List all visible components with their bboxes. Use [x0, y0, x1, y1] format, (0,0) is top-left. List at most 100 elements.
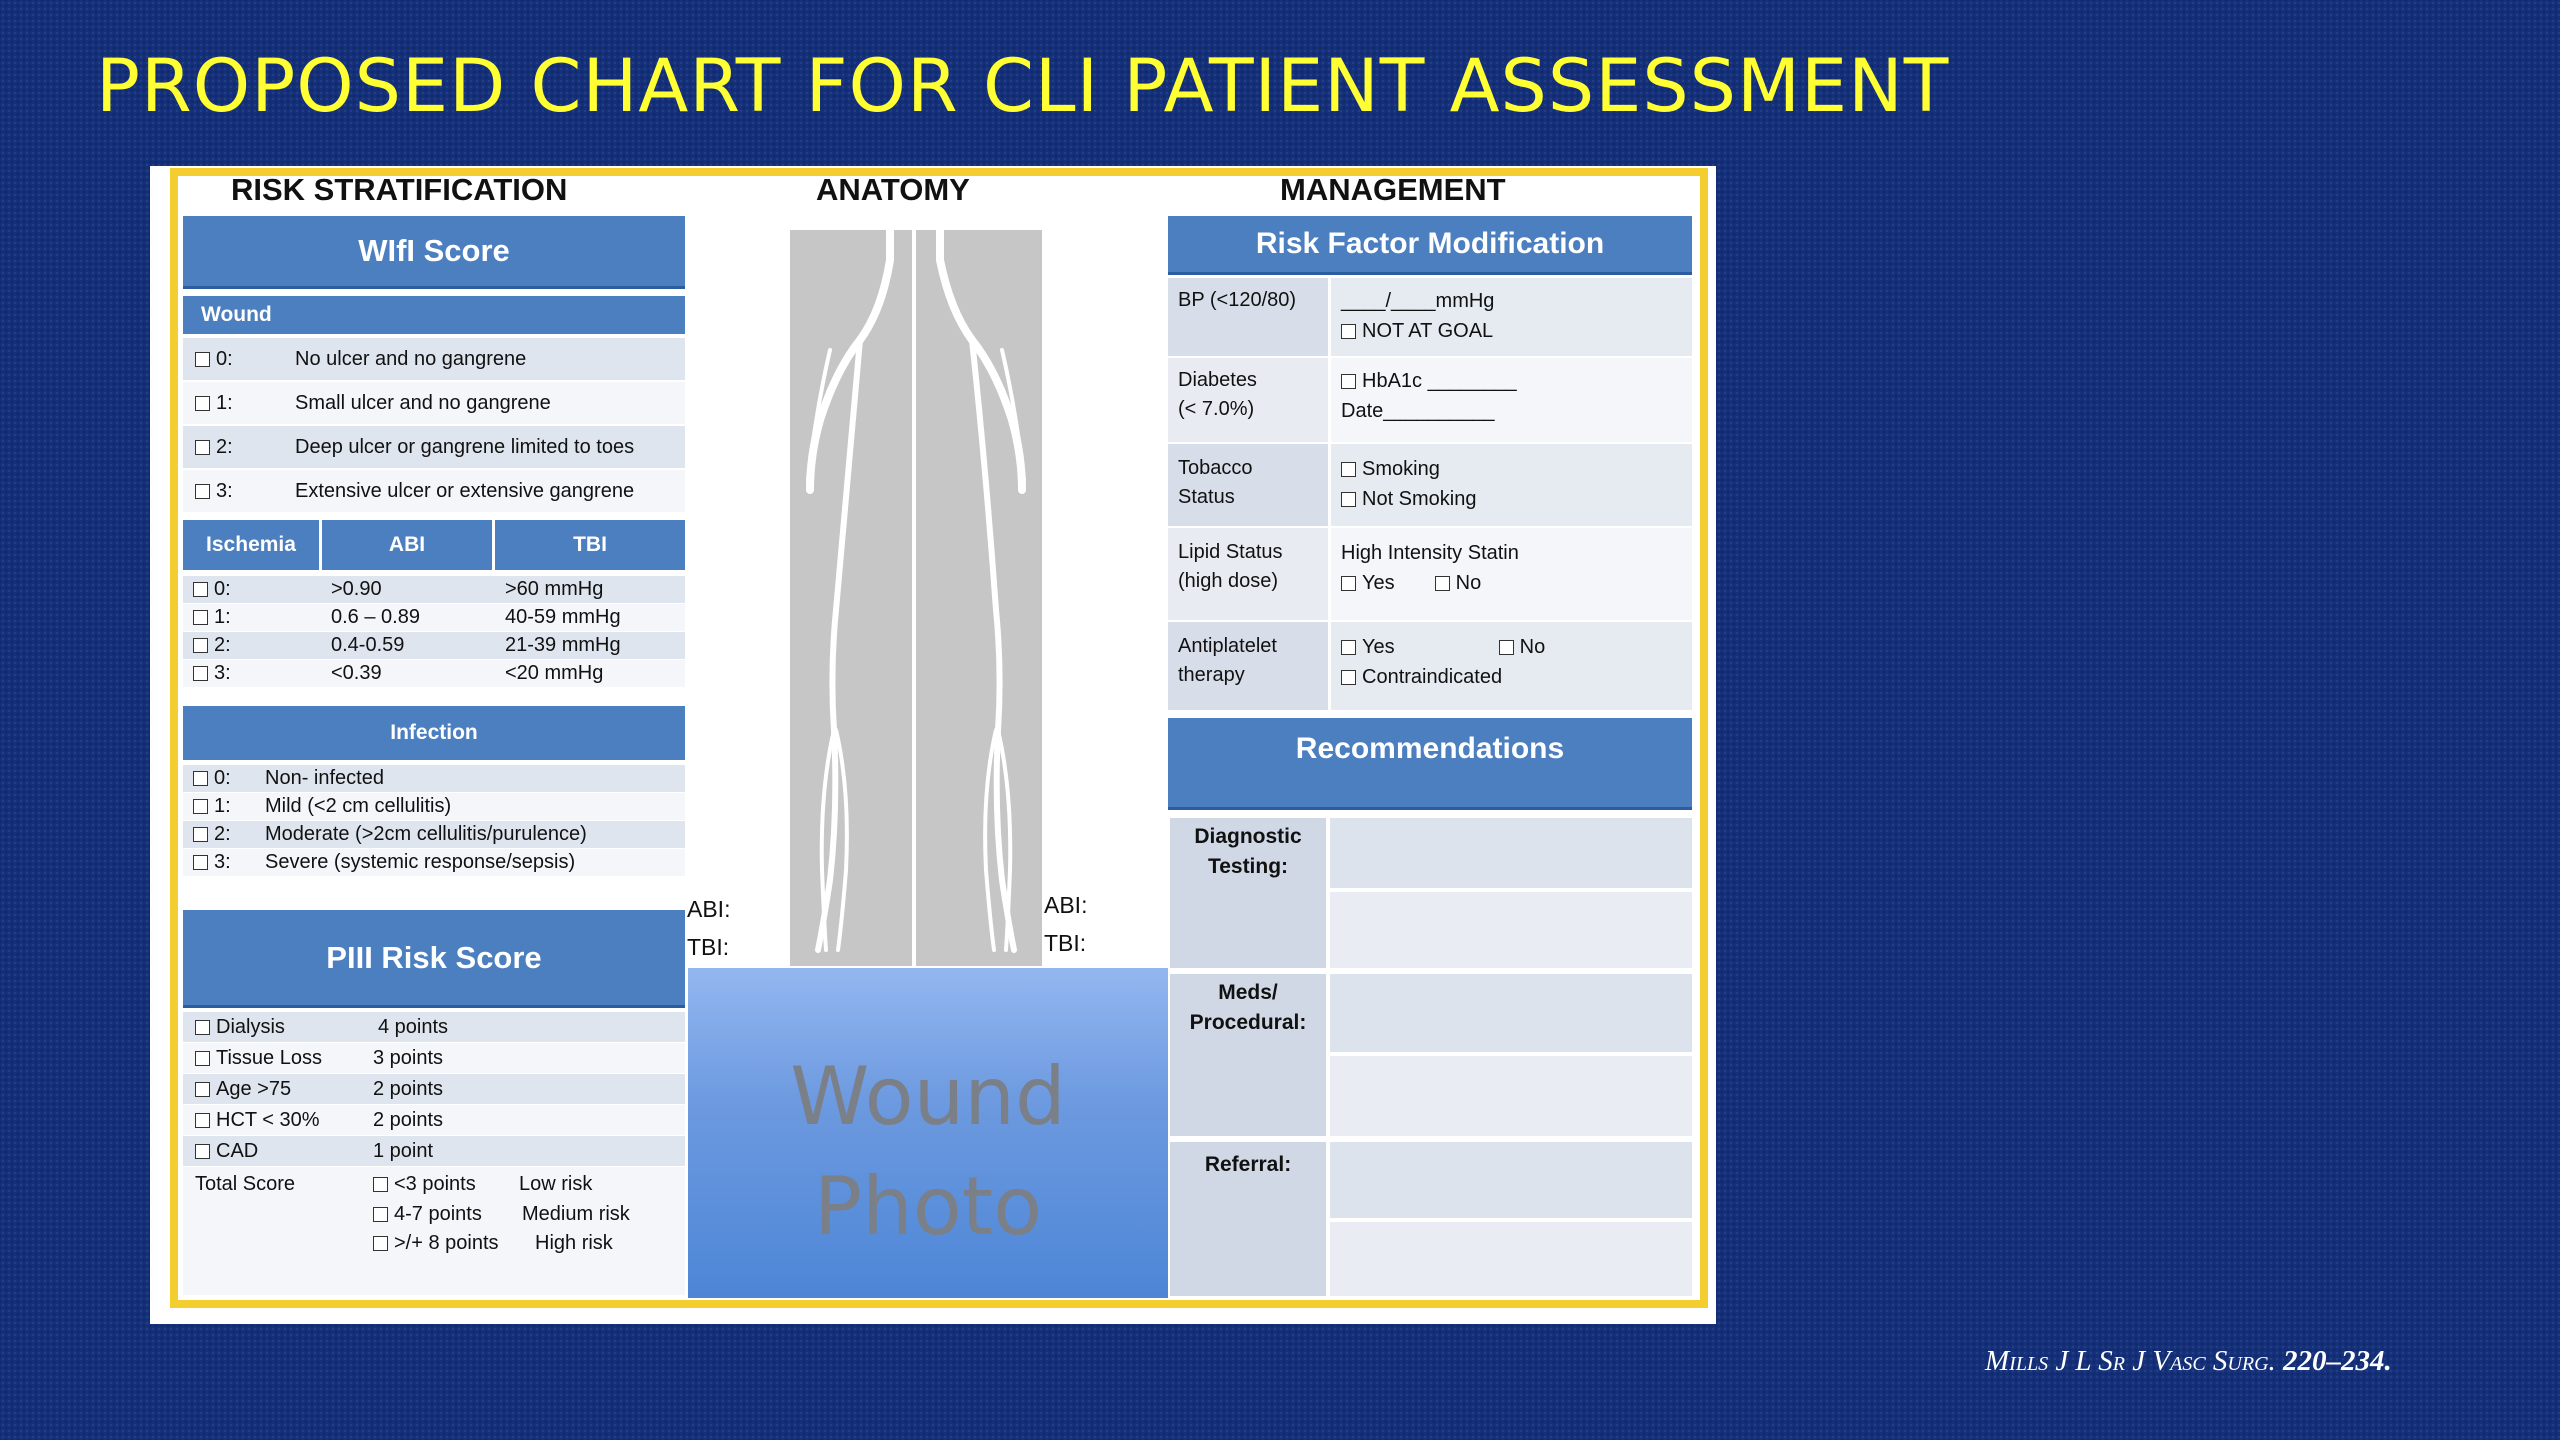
wound-photo-text-2: Photo — [813, 1160, 1043, 1253]
checkbox[interactable] — [195, 1081, 210, 1097]
checkbox[interactable] — [1341, 576, 1356, 592]
ischemia-row-1: 1: 0.6 – 0.89 40-59 mmHg — [183, 604, 685, 631]
piii-row-hct: HCT < 30% 2 points — [183, 1105, 685, 1135]
ischemia-row-2: 2: 0.4-0.59 21-39 mmHg — [183, 632, 685, 659]
checkbox[interactable] — [195, 483, 210, 499]
right-profunda — [1000, 348, 1026, 482]
checkbox[interactable] — [1341, 324, 1356, 340]
checkbox[interactable] — [1434, 576, 1450, 592]
hba1c-input[interactable]: HbA1c ________ — [1362, 370, 1517, 392]
piii-total-score: Total Score <3 points Low risk 4-7 point… — [183, 1167, 685, 1295]
antiplatelet-label: Antiplatelet therapy — [1168, 622, 1328, 710]
wound-row-0: 0: No ulcer and no gangrene — [183, 338, 685, 380]
infection-row-1: 1: Mild (<2 cm cellulitis) — [183, 793, 685, 820]
checkbox[interactable] — [193, 582, 208, 597]
checkbox[interactable] — [1341, 640, 1356, 656]
wound-photo-placeholder[interactable]: Wound Photo — [688, 968, 1168, 1298]
meds-procedural-field-2[interactable] — [1330, 1056, 1692, 1136]
checkbox[interactable] — [1498, 640, 1514, 656]
diagnostic-testing-field-1[interactable] — [1330, 818, 1692, 888]
wifi-score-header: WIfI Score — [183, 216, 685, 289]
checkbox[interactable] — [195, 395, 210, 411]
diagnostic-testing-field-2[interactable] — [1330, 892, 1692, 968]
wound-subheader: Wound — [183, 296, 685, 334]
leg-arteries-diagram — [790, 230, 1042, 966]
checkbox[interactable] — [193, 638, 208, 653]
right-abi-label: ABI: — [1044, 892, 1088, 918]
date-input[interactable]: Date__________ — [1341, 400, 1495, 422]
referral-label: Referral: — [1170, 1142, 1326, 1296]
checkbox[interactable] — [193, 799, 208, 814]
left-profunda — [806, 348, 832, 482]
checkbox[interactable] — [195, 439, 210, 455]
right-femoral — [969, 337, 1017, 953]
piii-risk-score-header: PIII Risk Score — [183, 910, 685, 1008]
checkbox[interactable] — [1341, 670, 1356, 686]
ischemia-row-3: 3: <0.39 <20 mmHg — [183, 660, 685, 687]
left-tbi-label: TBI: — [687, 934, 730, 960]
diabetes-value: HbA1c ________ Date__________ — [1331, 358, 1692, 442]
abi-subheader: ABI — [322, 520, 492, 570]
risk-factor-modification-header: Risk Factor Modification — [1168, 216, 1692, 275]
meds-procedural-field-1[interactable] — [1330, 974, 1692, 1052]
piii-row-dialysis: Dialysis 4 points — [183, 1012, 685, 1042]
tobacco-label: Tobacco Status — [1168, 444, 1328, 526]
tobacco-value: Smoking Not Smoking — [1331, 444, 1692, 526]
citation: Mills J L Sr J Vasc Surg. 220–234. — [1985, 1345, 2392, 1377]
right-tibial-1 — [996, 728, 1013, 952]
total-score-label: Total Score — [195, 1173, 296, 1195]
checkbox[interactable] — [195, 1112, 210, 1128]
bp-input[interactable]: ____/____mmHg — [1341, 290, 1495, 312]
checkbox[interactable] — [373, 1177, 388, 1193]
risk-stratification-heading: RISK STRATIFICATION — [231, 172, 568, 207]
right-tibial-2 — [983, 728, 998, 952]
left-tibial-2 — [834, 728, 849, 952]
checkbox[interactable] — [193, 827, 208, 842]
tbi-subheader: TBI — [495, 520, 685, 570]
checkbox[interactable] — [193, 666, 208, 681]
wound-row-1: 1: Small ulcer and no gangrene — [183, 382, 685, 424]
diabetes-label: Diabetes (< 7.0%) — [1168, 358, 1328, 442]
infection-row-3: 3: Severe (systemic response/sepsis) — [183, 849, 685, 876]
wound-photo-text-1: Wound — [790, 1050, 1066, 1143]
checkbox[interactable] — [195, 351, 210, 367]
bp-value: ____/____mmHg NOT AT GOAL — [1331, 278, 1692, 356]
left-femoral — [815, 337, 863, 953]
left-abi-label: ABI: — [687, 896, 731, 922]
checkbox[interactable] — [193, 855, 208, 870]
checkbox[interactable] — [195, 1050, 210, 1066]
infection-subheader: Infection — [183, 706, 685, 760]
infection-row-0: 0: Non- infected — [183, 765, 685, 792]
lipid-label: Lipid Status (high dose) — [1168, 528, 1328, 620]
right-tbi-label: TBI: — [1044, 930, 1087, 956]
wound-row-3: 3: Extensive ulcer or extensive gangrene — [183, 470, 685, 512]
checkbox[interactable] — [193, 771, 208, 786]
checkbox[interactable] — [1341, 462, 1356, 478]
piii-row-tissue-loss: Tissue Loss 3 points — [183, 1043, 685, 1073]
slide-title: PROPOSED CHART FOR CLI PATIENT ASSESSMEN… — [96, 44, 1950, 129]
referral-field-2[interactable] — [1330, 1222, 1692, 1296]
infection-row-2: 2: Moderate (>2cm cellulitis/purulence) — [183, 821, 685, 848]
left-leg-panel — [790, 230, 912, 966]
checkbox[interactable] — [193, 610, 208, 625]
checkbox[interactable] — [1341, 492, 1356, 508]
ischemia-subheader: Ischemia — [183, 520, 319, 570]
recommendations-header: Recommendations — [1168, 718, 1692, 810]
checkbox[interactable] — [1341, 374, 1356, 390]
ischemia-row-0: 0: >0.90 >60 mmHg — [183, 576, 685, 603]
diagnostic-testing-label: Diagnostic Testing: — [1170, 818, 1326, 968]
checkbox[interactable] — [195, 1143, 210, 1159]
anatomy-heading: ANATOMY — [816, 172, 970, 207]
checkbox[interactable] — [373, 1236, 388, 1252]
management-heading: MANAGEMENT — [1280, 172, 1506, 207]
checkbox[interactable] — [373, 1207, 388, 1223]
referral-field-1[interactable] — [1330, 1142, 1692, 1218]
piii-row-age: Age >75 2 points — [183, 1074, 685, 1104]
bp-label: BP (<120/80) — [1168, 278, 1328, 356]
piii-row-cad: CAD 1 point — [183, 1136, 685, 1166]
checkbox[interactable] — [195, 1019, 210, 1035]
left-tibial-1 — [819, 728, 836, 952]
meds-procedural-label: Meds/ Procedural: — [1170, 974, 1326, 1136]
